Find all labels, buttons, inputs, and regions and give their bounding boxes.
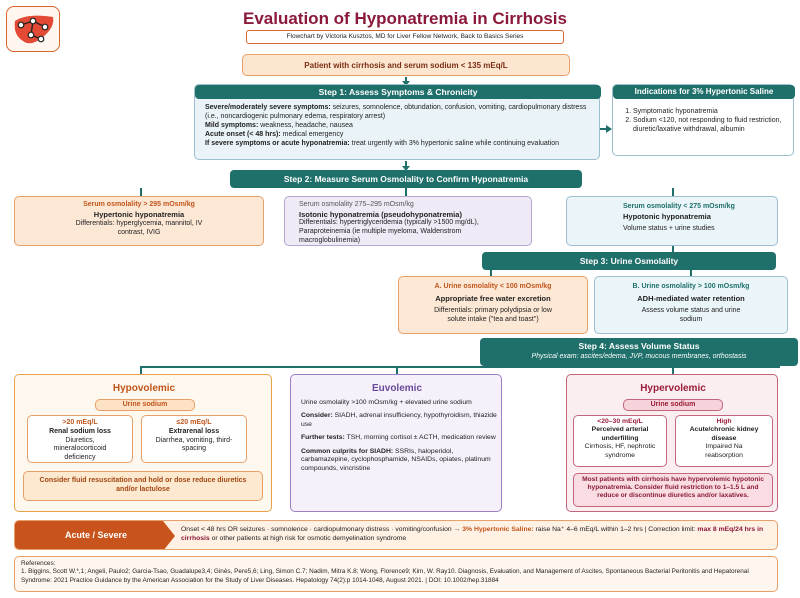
- step4-title: Step 4: Assess Volume Status: [578, 341, 700, 351]
- acute-severe-label: Acute / Severe: [15, 521, 175, 549]
- step2-title: Step 2: Measure Serum Osmolality to Conf…: [230, 170, 582, 188]
- arrowhead-indications: [606, 125, 612, 133]
- extrarenal-loss-box: ≤20 mEq/L Extrarenal loss Diarrhea, vomi…: [141, 415, 247, 463]
- step3-connector: [672, 246, 674, 252]
- step4-connector: [140, 366, 780, 368]
- hypervolemic-note: Most patients with cirrhosis have hyperv…: [573, 473, 773, 507]
- step4-header: Step 4: Assess Volume Status Physical ex…: [480, 338, 798, 366]
- step1-box: Step 1: Assess Symptoms & Chronicity Sev…: [194, 84, 601, 160]
- references-label: References:: [21, 560, 56, 567]
- arrow-start-step1: [402, 77, 410, 86]
- step4-connector: [672, 366, 674, 374]
- urine-osm-b-box: B. Urine osmolality > 100 mOsm/kg ADH-me…: [594, 276, 788, 334]
- hypervolemic-title: Hypervolemic: [640, 383, 706, 394]
- start-text: Patient with cirrhosis and serum sodium …: [304, 61, 508, 70]
- acute-severe-banner: Acute / Severe Onset < 48 hrs OR seizure…: [14, 520, 778, 550]
- step1-title: Step 1: Assess Symptoms & Chronicity: [195, 85, 601, 99]
- step3-connector: [490, 270, 492, 276]
- step4-connector: [396, 366, 398, 374]
- step4-subtitle: Physical exam: ascites/edema, JVP, mucou…: [531, 352, 747, 360]
- indication-item: Symptomatic hyponatremia: [633, 107, 789, 116]
- indication-item: Sodium <120, not responding to fluid res…: [633, 116, 789, 134]
- step3-connector: [690, 270, 692, 276]
- hypovolemic-box: Hypovolemic Urine sodium >20 mEq/L Renal…: [14, 374, 272, 512]
- renal-loss-box: >20 mEq/L Renal sodium loss Diuretics, m…: [27, 415, 133, 463]
- urine-osm-a-box: A. Urine osmolality < 100 mOsm/kg Approp…: [398, 276, 588, 334]
- step4-connector: [140, 366, 142, 374]
- isotonic-box: Serum osmolality 275–295 mOsm/kg Isotoni…: [284, 196, 532, 246]
- kidney-disease-box: High Acute/chronic kidney disease Impair…: [675, 415, 773, 467]
- step2-connector: [405, 188, 407, 196]
- references-box: References: 1. Biggins, Scott W.*,1; Ang…: [14, 556, 778, 592]
- euvolemic-title: Euvolemic: [371, 383, 423, 394]
- euvolemic-box: Euvolemic Urine osmolality >100 mOsm/kg …: [290, 374, 502, 512]
- hypovolemic-title: Hypovolemic: [112, 383, 176, 394]
- hypertonic-box: Serum osmolality > 295 mOsm/kg Hypertoni…: [14, 196, 264, 246]
- indications-title: Indications for 3% Hypertonic Saline: [613, 85, 795, 99]
- indications-box: Indications for 3% Hypertonic Saline Sym…: [612, 84, 795, 156]
- indications-list: Symptomatic hyponatremia Sodium <120, no…: [621, 107, 789, 134]
- hypovolemic-urine-sodium: Urine sodium: [95, 399, 195, 411]
- step2-connector: [672, 188, 674, 196]
- step2-connector: [140, 188, 142, 196]
- liver-network-logo: [6, 6, 60, 52]
- hypotonic-box: Serum osmolality < 275 mOsm/kg Hypotonic…: [566, 196, 778, 246]
- subtitle-text: Flowchart by Victoria Kusztos, MD for Li…: [286, 33, 524, 40]
- arrow-step1-indications: [600, 128, 608, 130]
- arterial-underfilling-box: <20–30 mEq/L Perceived arterial underfil…: [573, 415, 667, 467]
- references-text: 1. Biggins, Scott W.*,1; Angeli, Paulo2;…: [21, 568, 749, 584]
- hypovolemic-note: Consider fluid resuscitation and hold or…: [23, 471, 263, 501]
- liver-network-icon: [14, 15, 54, 44]
- euvolemic-body: Urine osmolality >100 mOsm/kg + elevated…: [301, 399, 497, 472]
- acute-severe-text: Onset < 48 hrs OR seizures · somnolence …: [181, 526, 764, 543]
- page-subtitle: Flowchart by Victoria Kusztos, MD for Li…: [246, 30, 564, 44]
- step1-body: Severe/moderately severe symptoms: seizu…: [205, 104, 587, 148]
- start-box: Patient with cirrhosis and serum sodium …: [242, 54, 570, 76]
- step3-title: Step 3: Urine Osmolality: [482, 252, 776, 270]
- page-title: Evaluation of Hyponatremia in Cirrhosis: [242, 9, 567, 28]
- hypervolemic-box: Hypervolemic Urine sodium <20–30 mEq/L P…: [566, 374, 778, 512]
- arrow-step1-step2: [402, 161, 410, 171]
- hypervolemic-urine-sodium: Urine sodium: [623, 399, 723, 411]
